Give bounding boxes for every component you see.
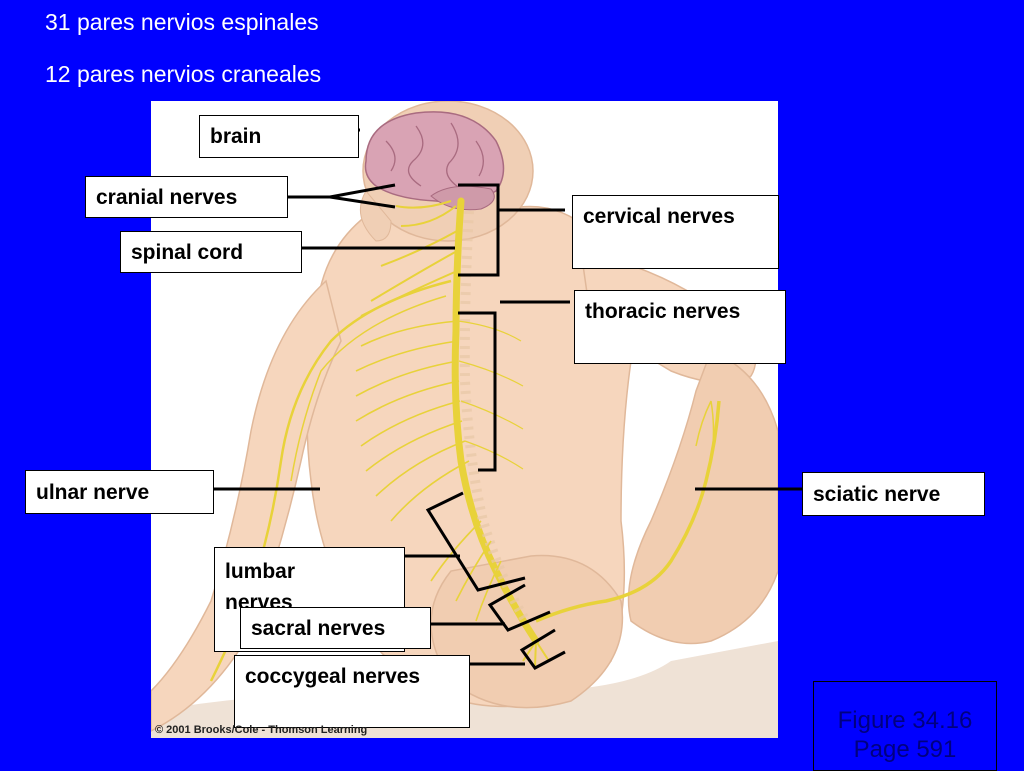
figure-number: Figure 34.16: [837, 707, 973, 734]
page-number: Page 591: [853, 736, 957, 763]
heading-spinal-nerves: 31 pares nervios espinales: [45, 9, 319, 35]
label-cervical-nerves: cervical nerves: [572, 195, 779, 269]
label-sacral-nerves: sacral nerves: [240, 607, 431, 649]
label-ulnar-nerve: ulnar nerve: [25, 470, 214, 514]
label-coccygeal-nerves: coccygeal nerves: [234, 655, 470, 728]
heading-cranial-nerves: 12 pares nervios craneales: [45, 61, 322, 87]
label-thoracic-nerves: thoracic nerves: [574, 290, 786, 364]
label-lumbar-nerves-line1: lumbar: [225, 560, 296, 583]
figure-reference: Figure 34.16 Page 591: [813, 681, 997, 771]
copyright-notice: © 2001 Brooks/Cole - Thomson Learning: [155, 724, 368, 736]
label-spinal-cord: spinal cord: [120, 231, 302, 273]
label-sciatic-nerve: sciatic nerve: [802, 472, 985, 516]
label-cranial-nerves: cranial nerves: [85, 176, 288, 218]
label-brain: brain: [199, 115, 359, 158]
